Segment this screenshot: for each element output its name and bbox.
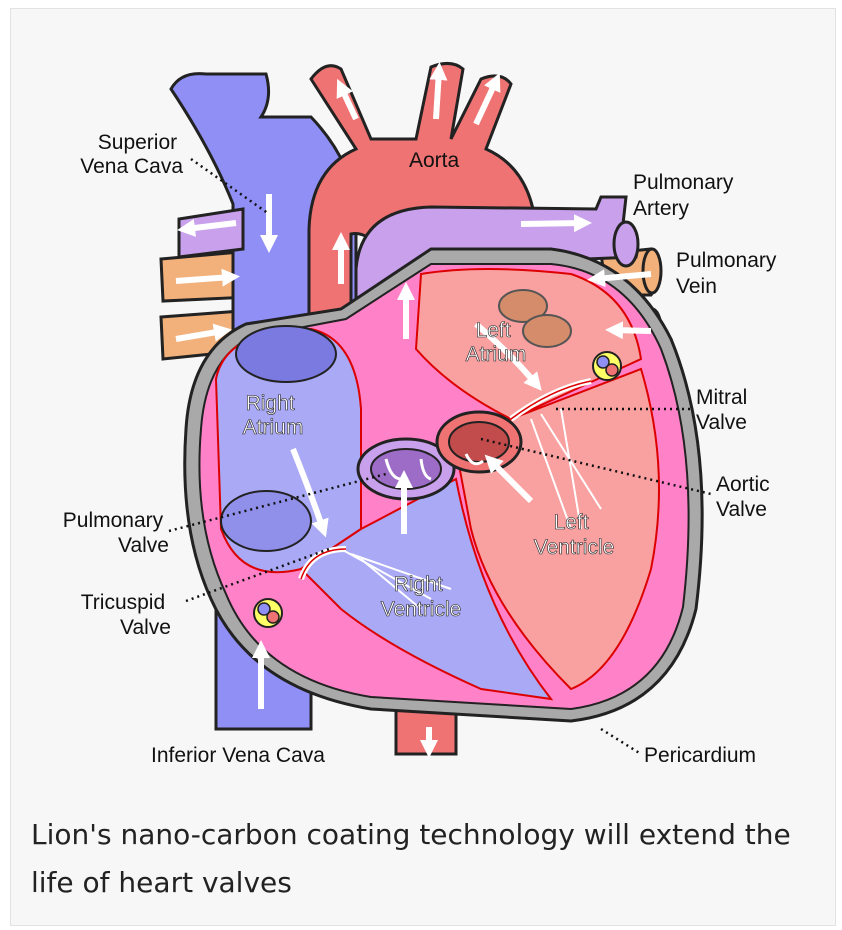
label-right-atrium: Right Atrium — [243, 392, 304, 439]
heart-diagram: Superior Vena Cava Aorta Pulmonary Arter… — [11, 9, 837, 809]
label-mitral-valve: Mitral Valve — [696, 386, 753, 434]
label-pulmonary-valve: Pulmonary Valve — [63, 509, 169, 557]
coronary-vessel-right — [254, 599, 282, 627]
svc-opening — [236, 326, 336, 382]
label-pulmonary-artery: Pulmonary Artery — [633, 171, 739, 220]
label-aortic-valve: Aortic Valve — [716, 473, 776, 521]
label-tricuspid-valve: Tricuspid Valve — [81, 591, 171, 639]
label-inferior-vena-cava: Inferior Vena Cava — [151, 744, 325, 767]
figure-caption: Lion's nano-carbon coating technology wi… — [31, 811, 831, 907]
figure-card: Superior Vena Cava Aorta Pulmonary Arter… — [10, 8, 836, 926]
label-pulmonary-vein: Pulmonary Vein — [676, 249, 782, 298]
ivc-opening — [221, 491, 311, 551]
aortic-valve — [437, 412, 521, 472]
label-superior-vena-cava: Superior Vena Cava — [80, 131, 183, 178]
coronary-vessel-left — [593, 352, 621, 380]
label-pericardium: Pericardium — [644, 744, 756, 767]
label-aorta: Aorta — [409, 149, 460, 172]
